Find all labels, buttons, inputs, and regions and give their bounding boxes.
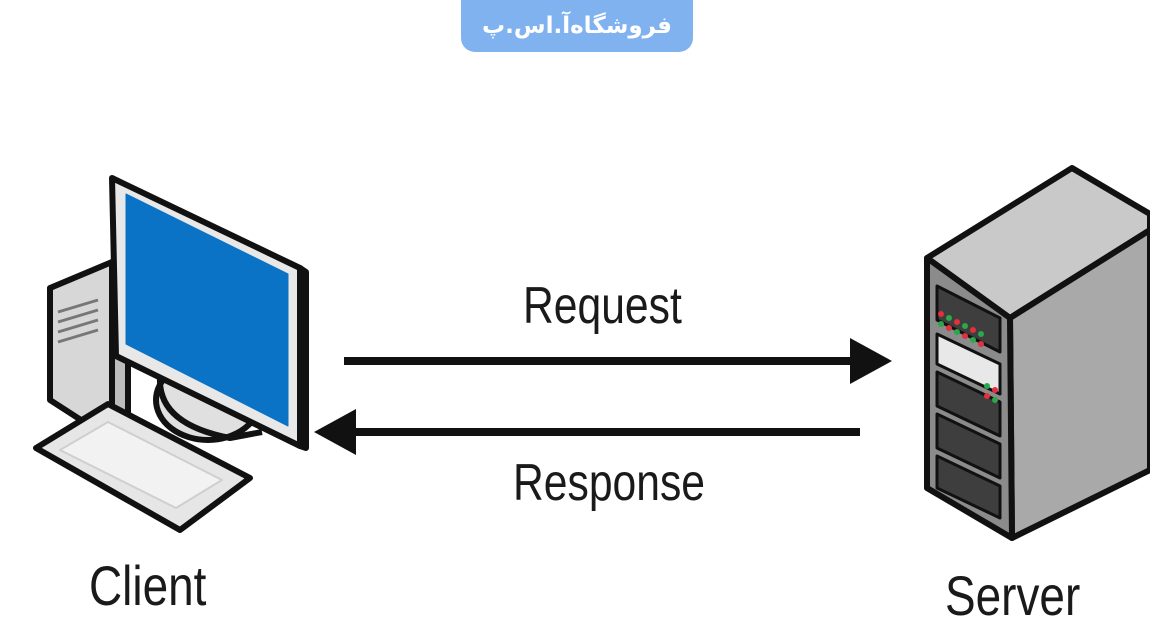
response-arrow bbox=[314, 409, 860, 455]
server-label: Server bbox=[945, 564, 1081, 627]
watermark-badge: فروشگاه‌آ.اس.پ bbox=[461, 0, 693, 52]
server-status-leds bbox=[938, 311, 998, 403]
watermark-text: فروشگاه‌آ.اس.پ bbox=[482, 13, 672, 39]
request-arrow bbox=[344, 338, 892, 384]
request-label: Request bbox=[523, 277, 682, 335]
client-label: Client bbox=[89, 554, 207, 617]
tower-server-icon bbox=[924, 165, 1150, 541]
response-label: Response bbox=[513, 454, 706, 512]
desktop-computer-icon bbox=[33, 175, 309, 533]
